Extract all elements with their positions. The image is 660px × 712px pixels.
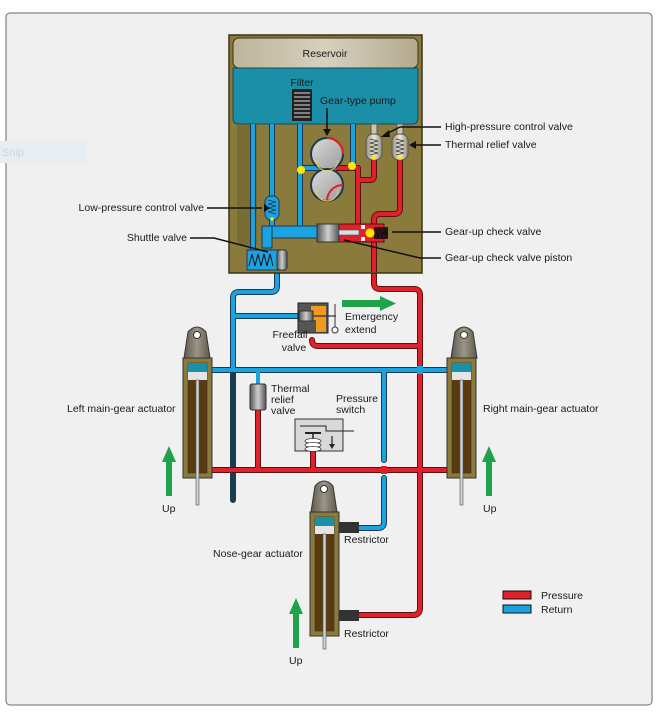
emergency-extend-arrow-icon <box>342 296 396 311</box>
filter-label: Filter <box>290 77 314 89</box>
gear-up-check-valve-label: Gear-up check valve <box>445 226 541 238</box>
arrowhead-icon <box>264 204 270 212</box>
arrowhead-icon <box>381 130 390 137</box>
gear-up-check-valve-piston-icon <box>316 223 360 243</box>
thermal-relief-mid-label-1: Thermal <box>271 383 310 395</box>
filter-icon <box>292 89 312 121</box>
right-actuator-label: Right main-gear actuator <box>483 403 599 415</box>
restrictor-top-icon <box>339 522 359 533</box>
legend-swatch-return <box>502 604 532 614</box>
panel-border <box>5 12 653 706</box>
nose-gear-actuator-icon <box>309 480 340 650</box>
up-arrow-right-icon <box>482 446 496 496</box>
freefall-valve-icon <box>297 302 339 334</box>
thermal-relief-valve-top-label: Thermal relief valve <box>445 139 537 151</box>
up-nose-label: Up <box>289 655 303 667</box>
shuttle-valve-label: Shuttle valve <box>127 232 187 244</box>
nose-actuator-label: Nose-gear actuator <box>213 548 303 560</box>
shuttle-valve-icon <box>246 249 288 271</box>
pressure-switch-label-1: Pressure <box>336 393 378 405</box>
pressure-switch-icon <box>294 418 354 452</box>
freefall-valve-label-2: valve <box>282 342 307 354</box>
up-arrow-nose-icon <box>289 598 303 648</box>
left-main-gear-actuator-icon <box>182 326 213 506</box>
up-arrow-left-icon <box>162 446 176 496</box>
legend-swatch-pressure <box>502 590 532 600</box>
check-ball <box>348 162 356 170</box>
legend-label-pressure: Pressure <box>541 590 583 602</box>
arrowhead-icon <box>382 228 388 236</box>
gear-pump-label: Gear-type pump <box>320 95 396 107</box>
emergency-extend-label-1: Emergency <box>345 311 399 323</box>
up-right-label: Up <box>483 503 497 515</box>
freefall-valve-label-1: Freefall <box>272 329 307 341</box>
restrictor-top-label: Restrictor <box>344 534 389 546</box>
thermal-relief-mid-label-3: valve <box>271 405 296 417</box>
low-pressure-control-valve-icon <box>264 195 280 221</box>
restrictor-bottom-icon <box>339 610 359 621</box>
return-lines <box>202 269 461 531</box>
restrictor-bottom-label: Restrictor <box>344 628 389 640</box>
pressure-lines <box>202 269 461 618</box>
low-pressure-control-valve-label: Low-pressure control valve <box>79 202 205 214</box>
internal-pressure-lines <box>336 158 403 272</box>
emergency-extend-label-2: extend <box>345 324 377 336</box>
gear-up-check-valve-piston-label: Gear-up check valve piston <box>445 252 572 264</box>
legend: Pressure Return <box>502 590 583 616</box>
thermal-relief-mid-label-2: relief <box>271 394 294 406</box>
up-left-label: Up <box>162 503 176 515</box>
high-pressure-control-valve-icon <box>365 123 383 161</box>
left-actuator-label: Left main-gear actuator <box>67 403 176 415</box>
reservoir-label: Reservoir <box>303 48 348 60</box>
check-ball <box>297 166 305 174</box>
snip-overlay-bg <box>0 141 86 163</box>
snip-overlay-text: Snip <box>2 147 24 159</box>
thermal-relief-valve-mid-icon <box>249 383 267 411</box>
right-main-gear-actuator-icon <box>446 326 478 506</box>
arrowhead-icon <box>323 129 331 136</box>
thermal-relief-valve-top-icon <box>391 123 409 161</box>
arrowhead-icon <box>409 141 416 149</box>
leader-lines <box>190 126 441 259</box>
legend-label-return: Return <box>541 604 573 616</box>
pressure-switch-label-2: switch <box>336 404 365 416</box>
gear-pump-icon <box>310 137 344 202</box>
high-pressure-control-valve-label: High-pressure control valve <box>445 121 573 133</box>
